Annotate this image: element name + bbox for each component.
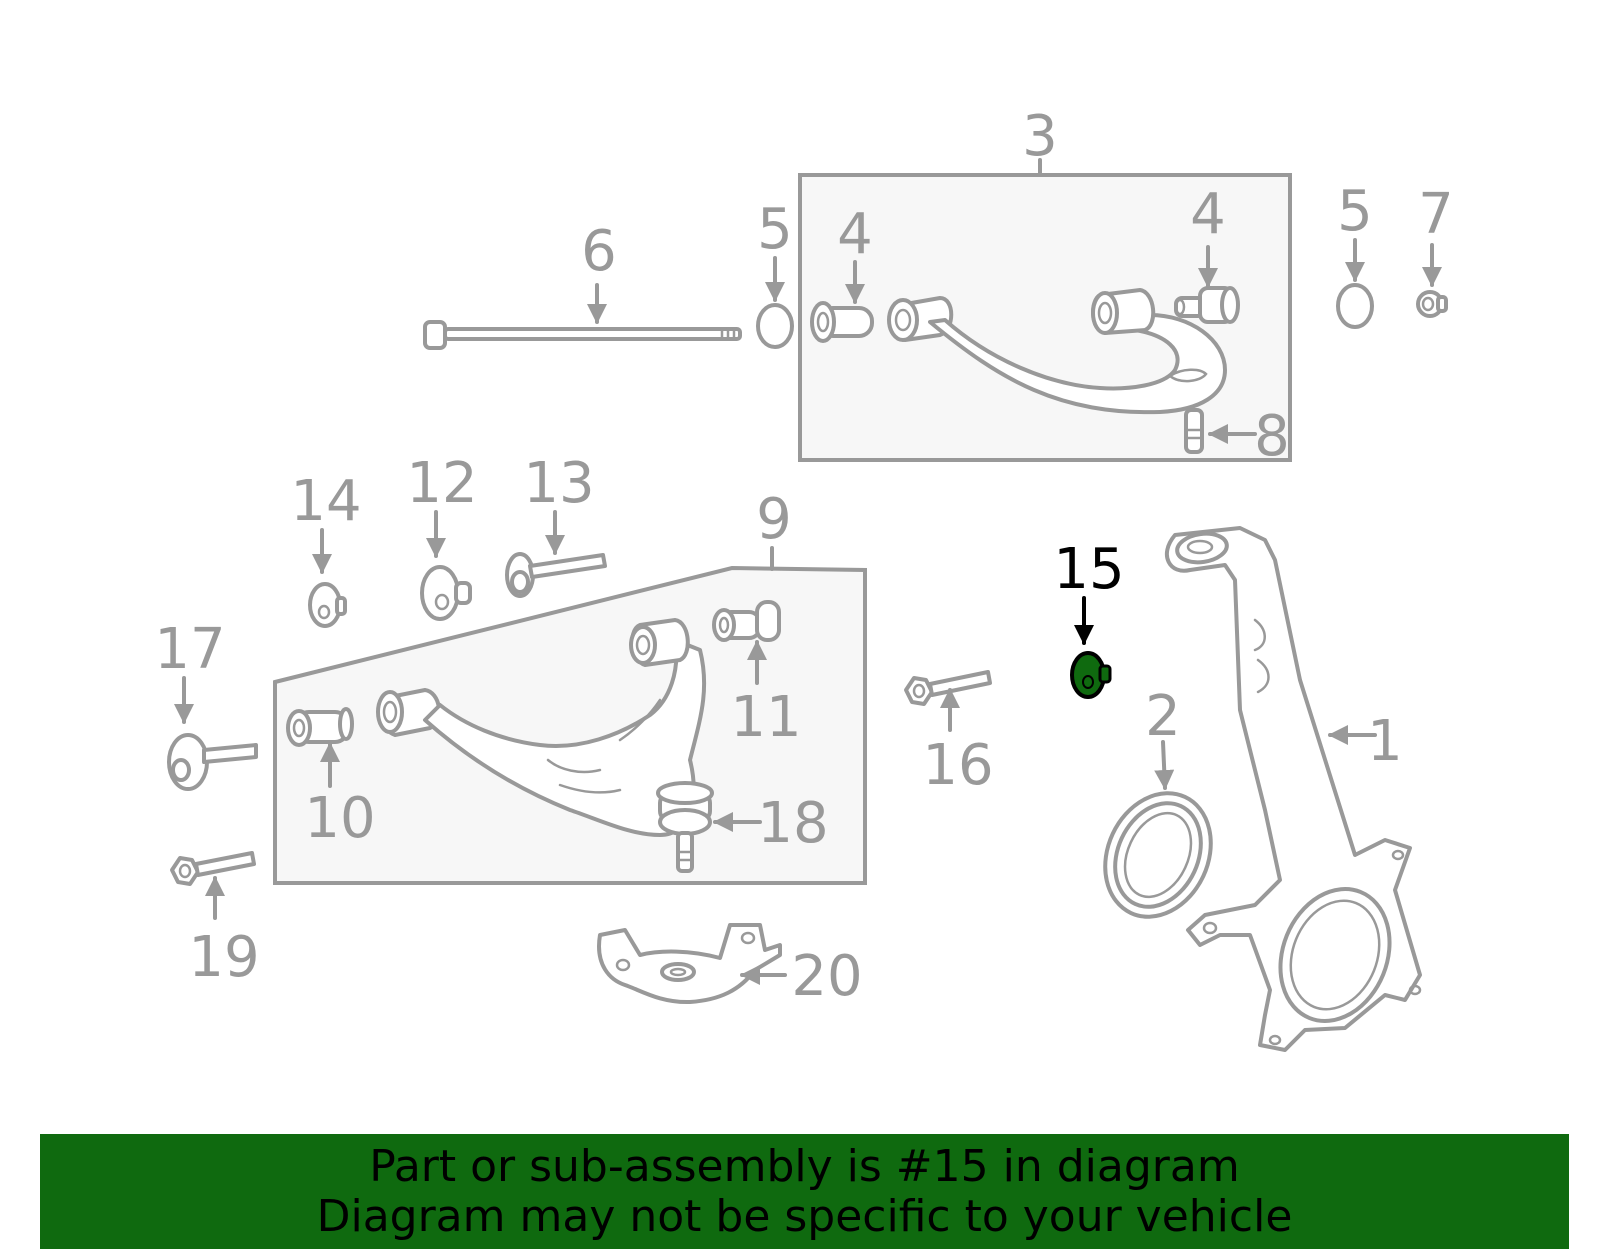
part-19-bolt[interactable] xyxy=(170,851,256,886)
callout-labels: 1 2 3 4 4 5 5 6 7 8 9 10 11 12 13 14 15 … xyxy=(154,104,1453,1009)
part-18-ball-joint[interactable] xyxy=(656,781,714,873)
label-2: 2 xyxy=(1145,684,1181,749)
part-20-bracket[interactable] xyxy=(597,923,782,1005)
part-10-bushing[interactable] xyxy=(286,707,354,747)
label-13: 13 xyxy=(523,451,594,516)
label-1: 1 xyxy=(1367,709,1403,774)
part-7-nut[interactable] xyxy=(1416,290,1448,318)
part-12-cam-plate[interactable] xyxy=(420,565,472,621)
part-17-cam-bolt[interactable] xyxy=(167,733,258,791)
part-5-washer-right[interactable] xyxy=(1336,283,1374,329)
part-6-bolt[interactable] xyxy=(423,320,742,350)
label-14: 14 xyxy=(290,469,361,534)
part-14-cam-washer[interactable] xyxy=(308,582,347,628)
part-2-seal[interactable] xyxy=(1086,776,1231,934)
leader-arrows xyxy=(174,238,1442,985)
label-15: 15 xyxy=(1053,537,1124,602)
label-16: 16 xyxy=(922,733,993,798)
label-12: 12 xyxy=(406,451,477,516)
label-17: 17 xyxy=(154,617,225,682)
label-7: 7 xyxy=(1418,182,1454,247)
label-19: 19 xyxy=(188,925,259,990)
part-9-lower-arm[interactable] xyxy=(376,618,707,837)
part-15-cam-nut[interactable] xyxy=(1070,651,1112,699)
label-5-left: 5 xyxy=(757,197,793,262)
part-11-bushing[interactable] xyxy=(712,600,781,642)
lower-arm-assembly-box xyxy=(273,546,867,885)
banner-line-1: Part or sub-assembly is #15 in diagram xyxy=(369,1140,1240,1192)
part-3-upper-arm[interactable] xyxy=(887,288,1227,454)
info-banner: Part or sub-assembly is #15 in diagram D… xyxy=(40,1134,1569,1249)
label-9: 9 xyxy=(756,487,792,552)
part-1-knuckle[interactable] xyxy=(1164,526,1422,1052)
label-20: 20 xyxy=(791,944,862,1009)
label-11: 11 xyxy=(730,685,801,750)
label-5-right: 5 xyxy=(1337,179,1373,244)
label-10: 10 xyxy=(304,786,375,851)
part-13-cam-bolt[interactable] xyxy=(505,552,607,598)
part-4-bushing-left[interactable] xyxy=(810,301,874,343)
label-3: 3 xyxy=(1022,104,1058,169)
part-5-washer-left[interactable] xyxy=(756,303,794,349)
part-4-bushing-right[interactable] xyxy=(1174,286,1240,324)
label-4-right: 4 xyxy=(1190,182,1226,247)
banner-line-2: Diagram may not be specific to your vehi… xyxy=(316,1190,1293,1242)
label-8: 8 xyxy=(1254,404,1290,469)
label-6: 6 xyxy=(581,219,617,284)
label-18: 18 xyxy=(757,791,828,856)
label-4-left: 4 xyxy=(837,202,873,267)
